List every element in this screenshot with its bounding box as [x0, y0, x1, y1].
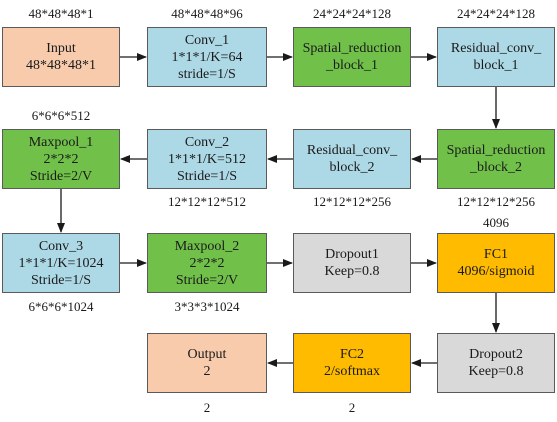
- dim-label-output: 2: [203, 400, 211, 415]
- dim-label-rcb2: 12*12*12*256: [313, 194, 391, 209]
- dim-label-conv1: 48*48*48*96: [171, 6, 243, 21]
- output-block: Output 2: [147, 333, 267, 393]
- residual-conv-block-2: Residual_conv_ block_2: [293, 129, 411, 189]
- dim-label-srb2: 12*12*12*256: [457, 194, 535, 209]
- maxpool1-block: Maxpool_1 2*2*2 Stride=2/V: [2, 129, 120, 189]
- input-block: Input 48*48*48*1: [2, 27, 120, 87]
- conv3-block: Conv_3 1*1*1/K=1024 Stride=1/S: [2, 233, 120, 293]
- dropout1-block: Dropout1 Keep=0.8: [293, 233, 411, 293]
- conv2-block: Conv_2 1*1*1/K=512 Stride=1/S: [147, 129, 267, 189]
- dim-label-rcb1: 24*24*24*128: [457, 6, 535, 21]
- dim-label-fc2: 2: [348, 400, 356, 415]
- dim-label-maxpool2: 3*3*3*1024: [174, 299, 240, 314]
- dim-label-input: 48*48*48*1: [28, 6, 94, 21]
- dropout2-block: Dropout2 Keep=0.8: [437, 333, 555, 393]
- fc2-block: FC2 2/softmax: [293, 333, 411, 393]
- residual-conv-block-1: Residual_conv_ block_1: [437, 27, 555, 87]
- dim-label-conv3: 6*6*6*1024: [28, 299, 94, 314]
- conv1-block: Conv_1 1*1*1/K=64 stride=1/S: [147, 27, 267, 87]
- dim-label-maxpool1: 6*6*6*512: [31, 108, 91, 123]
- spatial-reduction-block-2: Spatial_reduction _block_2: [437, 129, 555, 189]
- dim-label-conv2: 12*12*12*512: [168, 194, 246, 209]
- maxpool2-block: Maxpool_2 2*2*2 Stride=2/V: [147, 233, 267, 293]
- dim-label-srb1: 24*24*24*128: [313, 6, 391, 21]
- spatial-reduction-block-1: Spatial_reduction _block_1: [293, 27, 411, 87]
- dim-label-fc1: 4096: [483, 215, 509, 230]
- fc1-block: FC1 4096/sigmoid: [437, 233, 555, 293]
